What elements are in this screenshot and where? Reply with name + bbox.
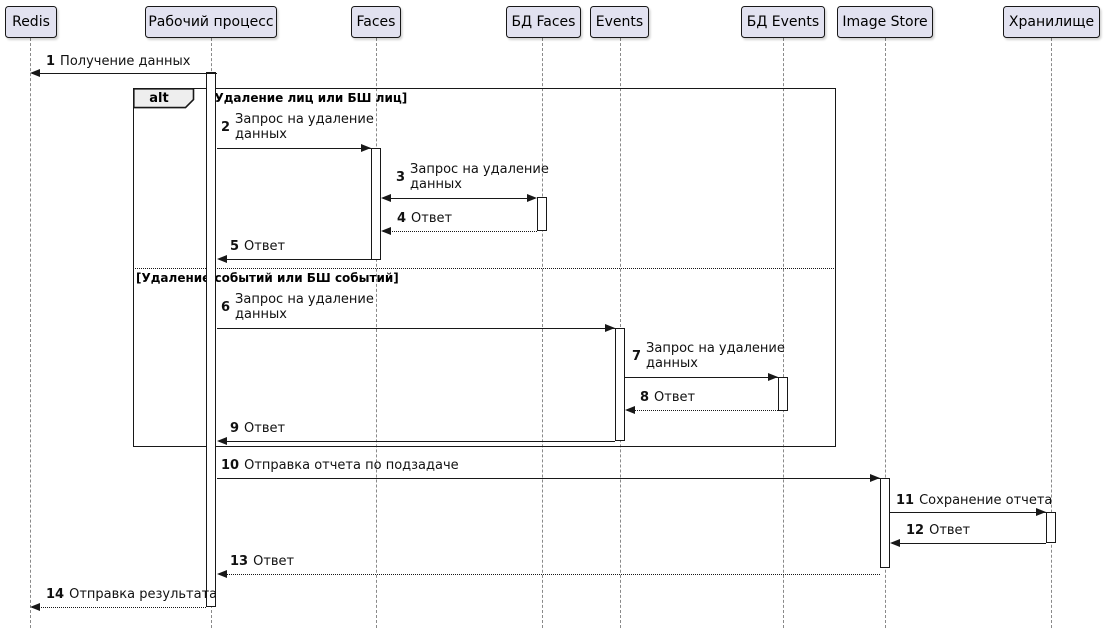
message-text: Ответ — [253, 554, 295, 569]
message-text: Ответ — [244, 239, 286, 254]
alt-guard-2: [Удаление событий или БШ событий] — [136, 271, 399, 285]
alt-operator-pentagon — [133, 88, 195, 109]
activation-events — [615, 328, 625, 441]
message-text: Получение данных — [60, 54, 191, 69]
message-label: 3 Запрос на удаление данных — [396, 162, 550, 192]
message-text: Запрос на удаление данных — [235, 112, 374, 143]
message-number: 8 — [640, 390, 650, 405]
activation-storage — [1046, 512, 1056, 543]
message-number: 10 — [221, 458, 240, 473]
arrowhead-left-icon — [217, 255, 227, 263]
message-label: 9 Ответ — [230, 421, 285, 436]
message-line — [383, 198, 535, 199]
message-text: Ответ — [411, 211, 453, 226]
lifeline-storage — [1051, 38, 1052, 628]
message-text: Запрос на удаление данных — [646, 341, 785, 372]
arrowhead-right-icon — [1036, 508, 1046, 516]
activation-worker-process — [206, 72, 216, 607]
lifeline-image-store — [885, 38, 886, 628]
message-line — [892, 543, 1046, 544]
alt-operator-label: alt — [149, 91, 169, 106]
participant-storage: Хранилище — [1003, 6, 1100, 38]
arrowhead-left-icon — [217, 437, 227, 445]
message-label: 5 Ответ — [230, 239, 285, 254]
message-label: 12 Ответ — [906, 523, 970, 538]
arrowhead-left-icon — [30, 603, 40, 611]
message-text: Ответ — [654, 390, 696, 405]
message-line — [219, 574, 880, 575]
participant-db-events: БД Events — [741, 6, 825, 38]
arrowhead-right-icon — [605, 324, 615, 332]
message-number: 4 — [397, 211, 407, 226]
participant-redis: Redis — [5, 6, 57, 38]
message-label: 11 Сохранение отчета — [896, 493, 1052, 508]
participant-faces: Faces — [351, 6, 401, 38]
message-line — [383, 231, 537, 232]
message-number: 13 — [230, 554, 249, 569]
alt-guard-1: [Удаление лиц или БШ лиц] — [209, 91, 408, 105]
message-text: Отправка результата — [69, 587, 218, 602]
arrowhead-right-icon — [361, 144, 371, 152]
message-text: Запрос на удаление данных — [410, 162, 549, 193]
message-label: 7 Запрос на удаление данных — [632, 341, 786, 371]
arrowhead-left-icon — [381, 194, 391, 202]
message-number: 11 — [896, 493, 915, 508]
message-line — [219, 441, 615, 442]
message-label: 6 Запрос на удаление данных — [221, 292, 375, 322]
message-text: Ответ — [929, 523, 971, 538]
arrowhead-right-icon — [527, 194, 537, 202]
message-number: 14 — [46, 587, 65, 602]
arrowhead-left-icon — [30, 69, 40, 77]
message-line — [217, 478, 880, 479]
alt-frame — [133, 88, 836, 447]
participant-db-faces: БД Faces — [506, 6, 581, 38]
participant-worker-process: Рабочий процесс — [145, 6, 277, 38]
arrowhead-left-icon — [217, 570, 227, 578]
message-line — [217, 328, 615, 329]
message-text: Ответ — [244, 421, 286, 436]
message-number: 3 — [396, 169, 406, 185]
message-number: 9 — [230, 421, 240, 436]
message-text: Запрос на удаление данных — [235, 292, 374, 323]
message-number: 2 — [221, 119, 231, 135]
arrowhead-left-icon — [625, 406, 635, 414]
activation-faces — [371, 148, 381, 260]
message-number: 6 — [221, 299, 231, 315]
activation-image-store — [880, 478, 890, 568]
arrowhead-right-icon — [768, 373, 778, 381]
arrowhead-left-icon — [890, 539, 900, 547]
arrowhead-left-icon — [381, 227, 391, 235]
message-label: 1 Получение данных — [46, 54, 190, 69]
message-number: 7 — [632, 348, 642, 364]
lifeline-faces — [376, 38, 377, 628]
message-line — [32, 73, 217, 74]
message-label: 8 Ответ — [640, 390, 695, 405]
message-label: 13 Ответ — [230, 554, 294, 569]
lifeline-db-faces — [542, 38, 543, 628]
arrowhead-right-icon — [870, 474, 880, 482]
message-label: 2 Запрос на удаление данных — [221, 112, 375, 142]
message-label: 10 Отправка отчета по подзадаче — [221, 458, 459, 473]
lifeline-redis — [30, 38, 31, 628]
participant-image-store: Image Store — [837, 6, 933, 38]
activation-db-events — [778, 377, 788, 411]
lifeline-db-events — [783, 38, 784, 628]
message-line — [219, 259, 371, 260]
alt-divider — [133, 268, 836, 269]
message-line — [32, 607, 206, 608]
message-line — [217, 148, 371, 149]
message-text: Сохранение отчета — [919, 493, 1053, 508]
message-number: 5 — [230, 239, 240, 254]
message-line — [625, 377, 778, 378]
message-label: 4 Ответ — [397, 211, 452, 226]
message-text: Отправка отчета по подзадаче — [244, 458, 459, 473]
message-number: 1 — [46, 54, 56, 69]
message-number: 12 — [906, 523, 925, 538]
participant-events: Events — [590, 6, 649, 38]
message-label: 14 Отправка результата — [46, 587, 217, 602]
message-line — [890, 512, 1046, 513]
activation-db-faces — [537, 197, 547, 231]
message-line — [627, 410, 778, 411]
